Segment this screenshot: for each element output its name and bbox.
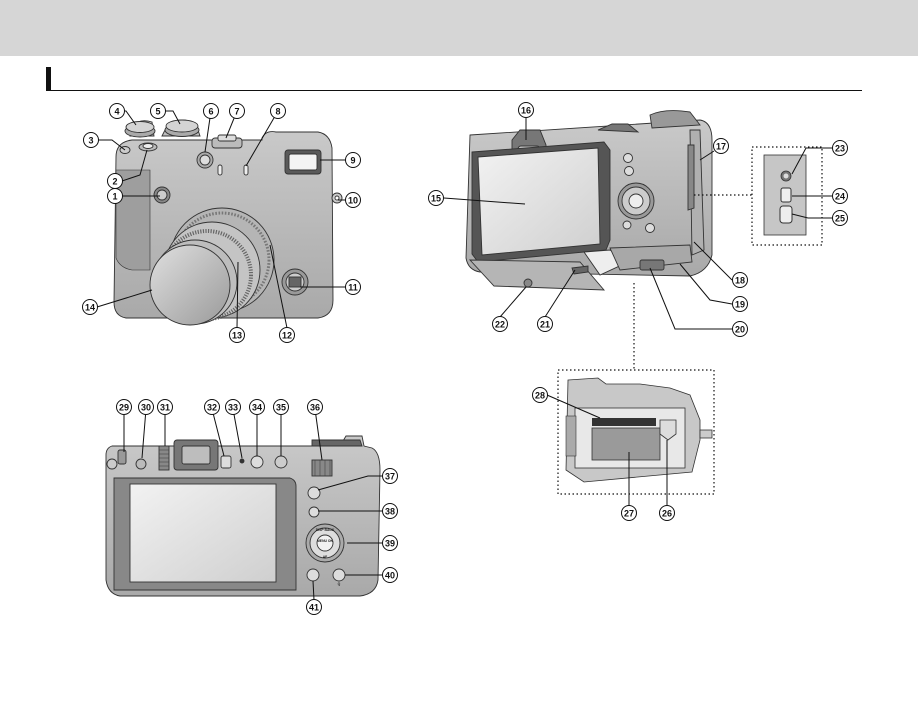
svg-text:21: 21	[540, 319, 550, 329]
camera-back-angled-view	[465, 110, 713, 291]
svg-text:39: 39	[385, 538, 395, 548]
callout-11: 11	[345, 279, 361, 295]
svg-text:36: 36	[310, 402, 320, 412]
svg-text:13: 13	[232, 330, 242, 340]
svg-text:14: 14	[85, 302, 95, 312]
svg-text:7: 7	[234, 106, 239, 116]
callout-37: 37	[382, 468, 398, 484]
callout-33: 33	[225, 399, 241, 415]
svg-text:34: 34	[252, 402, 262, 412]
callout-10: 10	[345, 192, 361, 208]
svg-text:41: 41	[309, 602, 319, 612]
camera-front-view	[113, 119, 343, 326]
menu-ok-label: MENU OK	[317, 539, 334, 543]
svg-text:1: 1	[112, 191, 117, 201]
svg-text:35: 35	[276, 402, 286, 412]
svg-text:3: 3	[88, 135, 93, 145]
svg-text:10: 10	[348, 195, 358, 205]
callout-12: 12	[279, 327, 295, 343]
callout-29: 29	[116, 399, 132, 415]
svg-text:26: 26	[662, 508, 672, 518]
callout-23: 23	[832, 140, 848, 156]
callout-2: 2	[107, 173, 123, 189]
callout-34: 34	[249, 399, 265, 415]
svg-text:18: 18	[735, 275, 745, 285]
svg-text:32: 32	[207, 402, 217, 412]
callout-41: 41	[306, 599, 322, 615]
battery-card-inset	[557, 283, 715, 495]
callout-4: 4	[109, 103, 125, 119]
svg-text:38: 38	[385, 506, 395, 516]
callout-25: 25	[832, 210, 848, 226]
svg-text:23: 23	[835, 143, 845, 153]
callout-14: 14	[82, 299, 98, 315]
callout-24: 24	[832, 188, 848, 204]
svg-text:20: 20	[735, 324, 745, 334]
svg-text:27: 27	[624, 508, 634, 518]
svg-text:28: 28	[535, 390, 545, 400]
camera-back-view	[105, 435, 381, 597]
svg-text:25: 25	[835, 213, 845, 223]
callout-7: 7	[229, 103, 245, 119]
svg-text:24: 24	[835, 191, 845, 201]
callout-17: 17	[713, 138, 729, 154]
callout-3: 3	[83, 132, 99, 148]
q-label: Q	[338, 582, 341, 586]
disp-back-label: DISP BACK	[316, 528, 335, 532]
callout-40: 40	[382, 567, 398, 583]
callout-8: 8	[270, 103, 286, 119]
callout-13: 13	[229, 327, 245, 343]
callout-27: 27	[621, 505, 637, 521]
callout-15: 15	[428, 190, 444, 206]
svg-text:6: 6	[208, 106, 213, 116]
svg-text:17: 17	[716, 141, 726, 151]
callout-1: 1	[107, 188, 123, 204]
callout-21: 21	[537, 316, 553, 332]
callout-28: 28	[532, 387, 548, 403]
callout-26: 26	[659, 505, 675, 521]
header-band	[0, 0, 918, 56]
callout-6: 6	[203, 103, 219, 119]
svg-text:33: 33	[228, 402, 238, 412]
callout-35: 35	[273, 399, 289, 415]
svg-text:22: 22	[495, 319, 505, 329]
callout-32: 32	[204, 399, 220, 415]
svg-text:2: 2	[112, 176, 117, 186]
svg-text:30: 30	[141, 402, 151, 412]
svg-text:5: 5	[155, 106, 160, 116]
callout-38: 38	[382, 503, 398, 519]
svg-text:4: 4	[114, 106, 119, 116]
svg-text:31: 31	[160, 402, 170, 412]
callout-18: 18	[732, 272, 748, 288]
callout-39: 39	[382, 535, 398, 551]
svg-text:29: 29	[119, 402, 129, 412]
svg-text:8: 8	[275, 106, 280, 116]
callout-22: 22	[492, 316, 508, 332]
callout-19: 19	[732, 296, 748, 312]
connector-inset	[694, 146, 823, 246]
svg-text:37: 37	[385, 471, 395, 481]
svg-text:15: 15	[431, 193, 441, 203]
svg-text:16: 16	[521, 105, 531, 115]
callout-20: 20	[732, 321, 748, 337]
svg-text:19: 19	[735, 299, 745, 309]
svg-text:11: 11	[348, 282, 358, 292]
leader-lines	[96, 110, 833, 601]
svg-text:9: 9	[350, 155, 355, 165]
svg-text:40: 40	[385, 570, 395, 580]
callout-31: 31	[157, 399, 173, 415]
callout-5: 5	[150, 103, 166, 119]
svg-text:12: 12	[282, 330, 292, 340]
callout-16: 16	[518, 102, 534, 118]
af-label: AF	[323, 555, 328, 559]
section-heading-rule	[46, 67, 862, 91]
callout-9: 9	[345, 152, 361, 168]
callout-30: 30	[138, 399, 154, 415]
callout-36: 36	[307, 399, 323, 415]
